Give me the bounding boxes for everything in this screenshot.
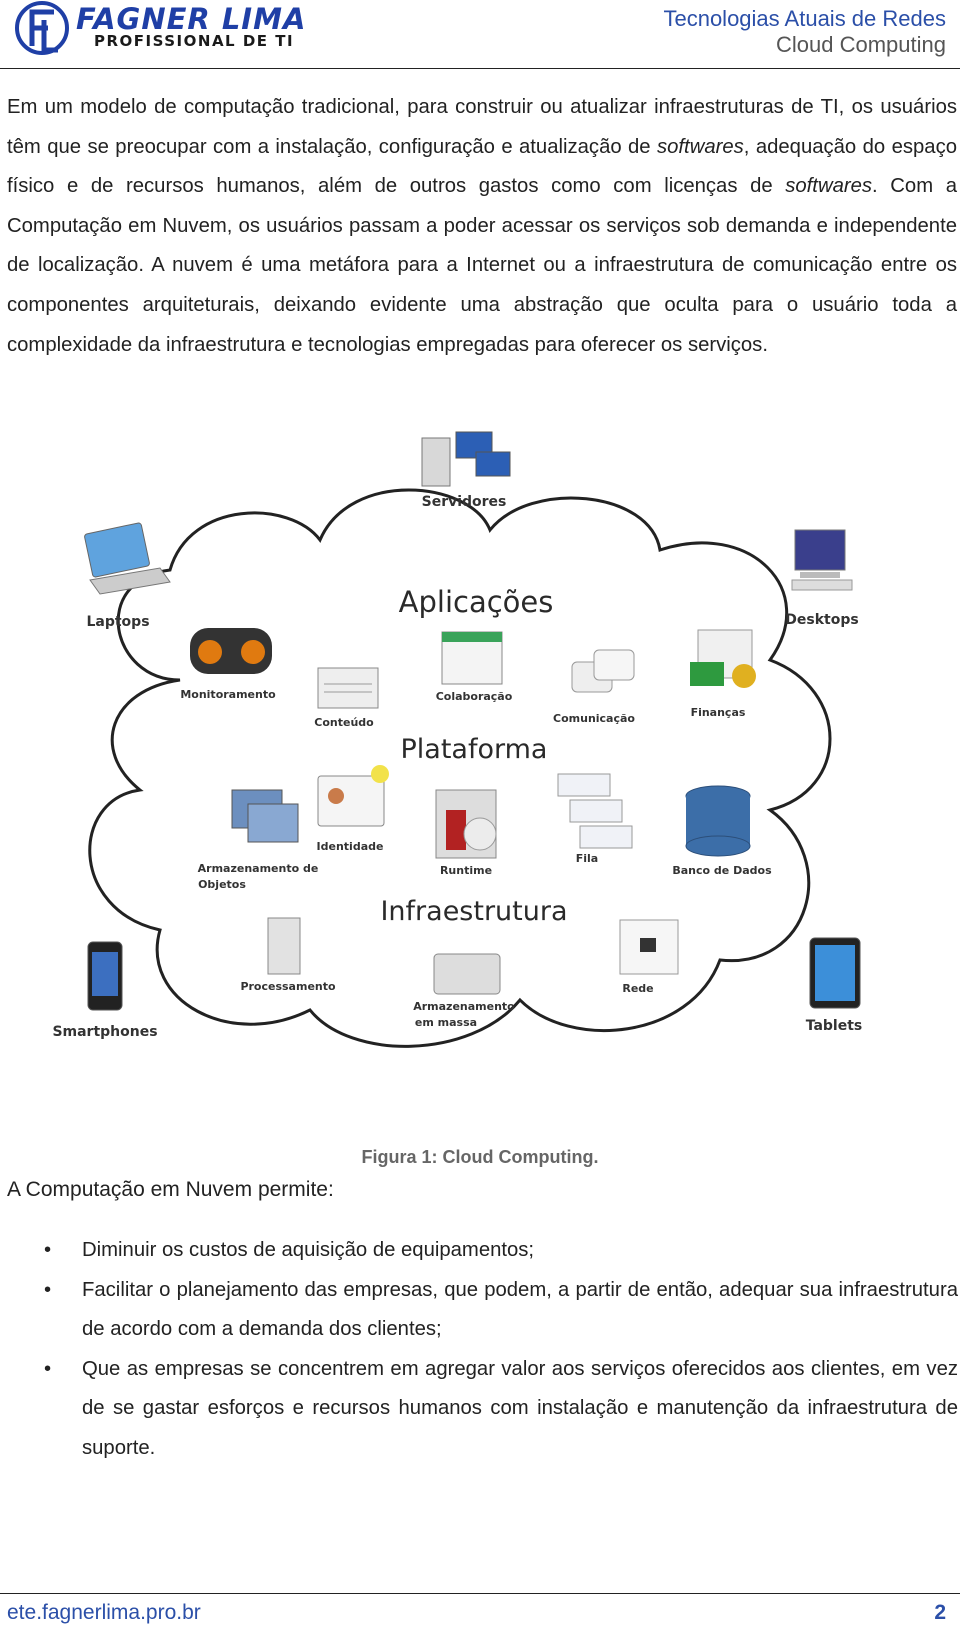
list-item: • Facilitar o planejamento das empresas, … bbox=[40, 1271, 958, 1350]
list-item-text: Facilitar o planejamento das empresas, q… bbox=[82, 1278, 958, 1341]
desktops-label: Desktops bbox=[785, 612, 858, 628]
paragraph-text-1: Em um modelo de computação tradicional, … bbox=[7, 96, 957, 158]
logo: FAGNER LIMA PROFISSIONAL DE TI bbox=[14, 0, 314, 60]
comunicacao-label: Comunicação bbox=[553, 712, 635, 725]
conteudo-label: Conteúdo bbox=[314, 716, 374, 729]
comunicacao-icon bbox=[571, 649, 635, 693]
desktop-icon bbox=[791, 529, 853, 591]
financas-icon bbox=[690, 629, 756, 688]
rede-label: Rede bbox=[622, 982, 653, 995]
bullet-icon: • bbox=[44, 1357, 52, 1380]
cloud-shape bbox=[88, 488, 832, 1048]
monitoramento-label: Monitoramento bbox=[180, 688, 276, 701]
processamento-icon bbox=[267, 917, 301, 975]
layer-infraestrutura: Infraestrutura bbox=[380, 896, 567, 927]
layer-aplicacoes: Aplicações bbox=[399, 585, 554, 619]
benefits-list: • Diminuir os custos de aquisição de equi… bbox=[40, 1231, 958, 1469]
smartphone-icon bbox=[87, 941, 123, 1011]
header-title: Tecnologias Atuais de Redes bbox=[663, 6, 946, 31]
cloud-computing-figure: Servidores Laptops Desktops Smartphones … bbox=[50, 430, 920, 1090]
page-number: 2 bbox=[934, 1601, 946, 1624]
rede-icon bbox=[619, 919, 679, 975]
processamento-label: Processamento bbox=[240, 980, 336, 993]
list-item: • Que as empresas se concentrem em agrega… bbox=[40, 1350, 958, 1469]
page-header: FAGNER LIMA PROFISSIONAL DE TI Tecnologi… bbox=[0, 0, 960, 70]
armazenamento-massa-icon bbox=[433, 953, 501, 995]
fila-label: Fila bbox=[576, 852, 598, 865]
logo-icon bbox=[15, 1, 69, 55]
laptops-label: Laptops bbox=[86, 614, 149, 630]
servidores-icon bbox=[421, 431, 511, 487]
footer-url[interactable]: ete.fagnerlima.pro.br bbox=[7, 1601, 201, 1624]
paragraph-text-2: , adequação do espaço físico e de recurs… bbox=[7, 135, 957, 198]
paragraph-italic-2: softwares bbox=[785, 175, 873, 198]
banco-dados-label: Banco de Dados bbox=[672, 864, 772, 877]
identidade-label: Identidade bbox=[317, 840, 384, 853]
armazenamento-objetos-label-1: Armazenamento de bbox=[198, 862, 319, 875]
logo-name: FAGNER LIMA bbox=[76, 2, 307, 36]
financas-label: Finanças bbox=[691, 706, 746, 719]
laptop-icon bbox=[84, 522, 171, 595]
list-item: • Diminuir os custos de aquisição de equi… bbox=[40, 1231, 958, 1271]
bullet-icon: • bbox=[44, 1278, 52, 1301]
logo-subtitle: PROFISSIONAL DE TI bbox=[94, 32, 295, 50]
figure-caption: Figura 1: Cloud Computing. bbox=[361, 1147, 599, 1167]
colaboracao-icon bbox=[441, 631, 503, 685]
fila-icon bbox=[557, 773, 633, 849]
header-subtitle: Cloud Computing bbox=[776, 32, 946, 57]
tablet-icon bbox=[809, 937, 861, 1009]
cloud-diagram: Servidores Laptops Desktops Smartphones … bbox=[52, 431, 863, 1048]
identidade-icon bbox=[317, 765, 389, 827]
header-titles: Tecnologias Atuais de Redes Cloud Comput… bbox=[663, 6, 946, 58]
footer-divider bbox=[0, 1593, 960, 1594]
paragraph-italic-1: softwares bbox=[657, 135, 744, 158]
tablets-label: Tablets bbox=[806, 1018, 863, 1034]
runtime-label: Runtime bbox=[440, 864, 492, 877]
layer-plataforma: Plataforma bbox=[401, 734, 548, 765]
list-intro: A Computação em Nuvem permite: bbox=[7, 1178, 334, 1201]
armazenamento-objetos-label-2: Objetos bbox=[198, 878, 246, 891]
armazenamento-massa-label-2: em massa bbox=[415, 1016, 477, 1029]
monitoramento-icon bbox=[190, 628, 272, 674]
header-divider bbox=[0, 68, 960, 69]
banco-dados-icon bbox=[685, 785, 751, 857]
colaboracao-label: Colaboração bbox=[436, 690, 513, 703]
intro-paragraph: Em um modelo de computação tradicional, … bbox=[7, 88, 957, 365]
paragraph-text-3: . Com a Computação em Nuvem, os usuários… bbox=[7, 175, 957, 356]
armazenamento-objetos-icon bbox=[231, 789, 299, 843]
conteudo-icon bbox=[317, 667, 379, 709]
servidores-label: Servidores bbox=[422, 494, 507, 510]
bullet-icon: • bbox=[44, 1239, 52, 1261]
runtime-icon bbox=[435, 789, 497, 859]
armazenamento-massa-label-1: Armazenamento bbox=[413, 1000, 515, 1013]
list-item-text: Que as empresas se concentrem em agregar… bbox=[82, 1357, 958, 1459]
smartphones-label: Smartphones bbox=[52, 1024, 157, 1040]
list-item-text: Diminuir os custos de aquisição de equip… bbox=[82, 1239, 535, 1261]
